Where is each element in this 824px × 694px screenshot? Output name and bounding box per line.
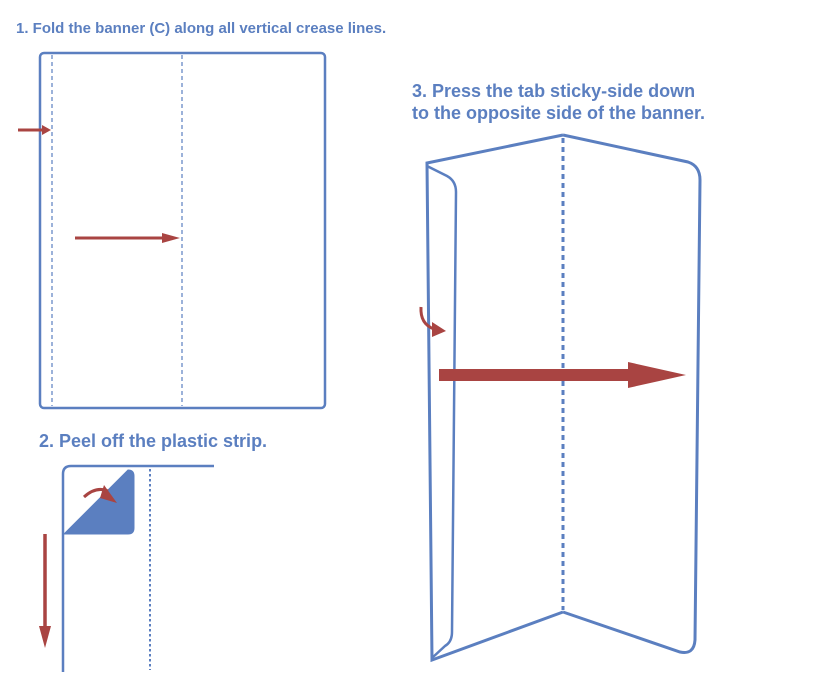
step-3-instruction-line-1: 3. Press the tab sticky-side down xyxy=(412,81,696,101)
step-3-instruction-line-2: to the opposite side of the banner. xyxy=(412,103,706,123)
flat-banner-outline xyxy=(38,51,327,410)
plastic-strip-peeled xyxy=(62,469,135,535)
step-2-illustration xyxy=(39,464,214,672)
fold-arrow-small-icon xyxy=(18,125,51,135)
banner-tab-edge xyxy=(61,464,214,672)
press-arrow-curved-icon xyxy=(419,306,446,337)
banner-left-panel xyxy=(425,133,564,663)
peel-arrow-curved-icon xyxy=(82,485,117,503)
banner-right-panel xyxy=(562,133,702,654)
step-1-instruction: 1. Fold the banner (C) along all vertica… xyxy=(16,20,387,37)
step-1-illustration xyxy=(18,51,327,410)
press-arrow-large-icon xyxy=(439,362,686,388)
pull-down-arrow-icon xyxy=(39,534,51,648)
step-3-illustration xyxy=(419,133,702,663)
fold-arrow-large-icon xyxy=(75,233,180,243)
step-3-instruction: 3. Press the tab sticky-side down to the… xyxy=(412,80,705,124)
banner-tab-flap xyxy=(426,164,458,659)
step-2-instruction: 2. Peel off the plastic strip. xyxy=(39,431,268,451)
